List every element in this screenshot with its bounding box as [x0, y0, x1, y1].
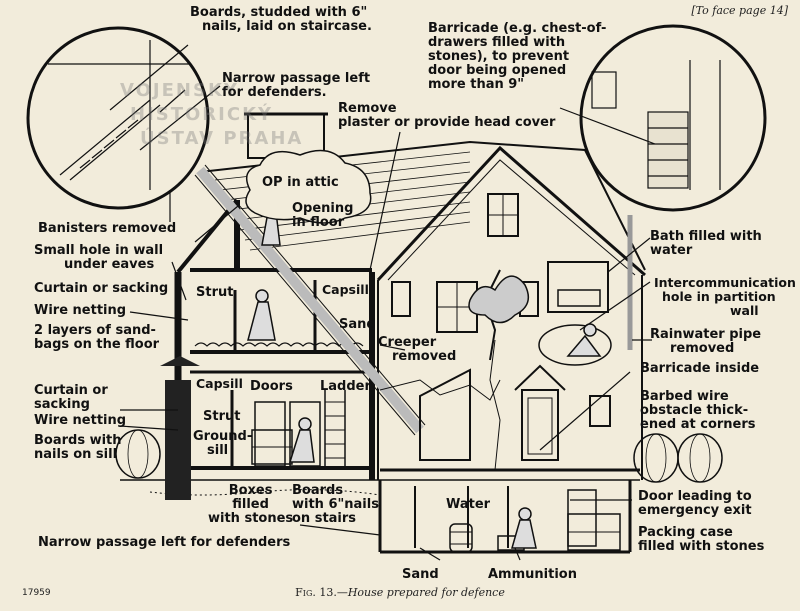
label-small-hole: Small hole in wall under eaves: [34, 243, 164, 272]
label-sand-mid: Sand: [339, 317, 376, 332]
label-door-emergency: Door leading to emergency exit: [638, 489, 752, 518]
label-intercom: Intercommunication hole in partition wal…: [654, 275, 796, 318]
label-wire-netting-low: Wire netting: [34, 413, 127, 428]
label-barbed-wire: Barbed wire obstacle thick- ened at corn…: [640, 389, 756, 432]
print-number: 17959: [22, 588, 51, 598]
label-rainwater: Rainwater pipe removed: [650, 327, 762, 356]
label-wire-netting-top: Wire netting: [34, 303, 127, 318]
label-barricade-inside: Barricade inside: [640, 361, 760, 376]
label-barricade-chest: Barricade (e.g. chest-of- drawers filled…: [428, 21, 607, 92]
figure-title: House prepared for defence: [347, 586, 505, 599]
label-op-attic: OP in attic: [262, 175, 339, 190]
watermark: ÚSTAV PRAHA: [140, 128, 304, 149]
label-bath: Bath filled with water: [650, 229, 762, 258]
label-groundsill: Ground- sill: [193, 429, 253, 458]
label-sandbags: 2 layers of sand- bags on the floor: [34, 323, 160, 352]
label-ladder: Ladder: [320, 379, 371, 394]
label-strut-low: Strut: [203, 409, 241, 424]
label-ammunition: Ammunition: [488, 567, 577, 582]
figure-number: Fig. 13.: [295, 586, 337, 599]
figure-caption: Fig. 13.—House prepared for defence: [295, 586, 505, 599]
label-doors: Doors: [250, 379, 293, 394]
label-boards-studded: Boards, studded with 6" nails, laid on s…: [190, 5, 372, 34]
label-narrow-passage-bottom: Narrow passage left for defenders: [38, 535, 291, 550]
label-boxes: Boxes filled with stones: [208, 483, 294, 526]
label-boards-stairs: Boards with 6"nails on stairs: [292, 483, 379, 526]
label-banisters: Banisters removed: [38, 221, 177, 236]
label-capsill-top: Capsill: [322, 282, 369, 297]
label-remove-plaster: Remove plaster or provide head cover: [338, 101, 556, 130]
label-curtain-low: Curtain or sacking: [34, 383, 108, 412]
label-curtain-top: Curtain or sacking: [34, 281, 169, 296]
label-sand-bottom: Sand: [402, 567, 439, 582]
page-reference: [To face page 14]: [691, 4, 788, 17]
label-boards-sill: Boards with nails on sill: [34, 433, 122, 462]
label-water: Water: [446, 497, 491, 512]
label-packing-case: Packing case filled with stones: [638, 525, 765, 554]
watermark: VOJENSKÝ: [120, 80, 239, 101]
label-strut-top: Strut: [196, 285, 234, 300]
label-narrow-passage-top: Narrow passage left for defenders.: [222, 71, 371, 100]
label-creeper: Creeper removed: [378, 335, 457, 364]
watermark: HISTORICKÝ: [130, 104, 274, 125]
label-capsill-low: Capsill: [196, 376, 243, 391]
label-opening-floor: Opening in floor: [292, 201, 354, 230]
